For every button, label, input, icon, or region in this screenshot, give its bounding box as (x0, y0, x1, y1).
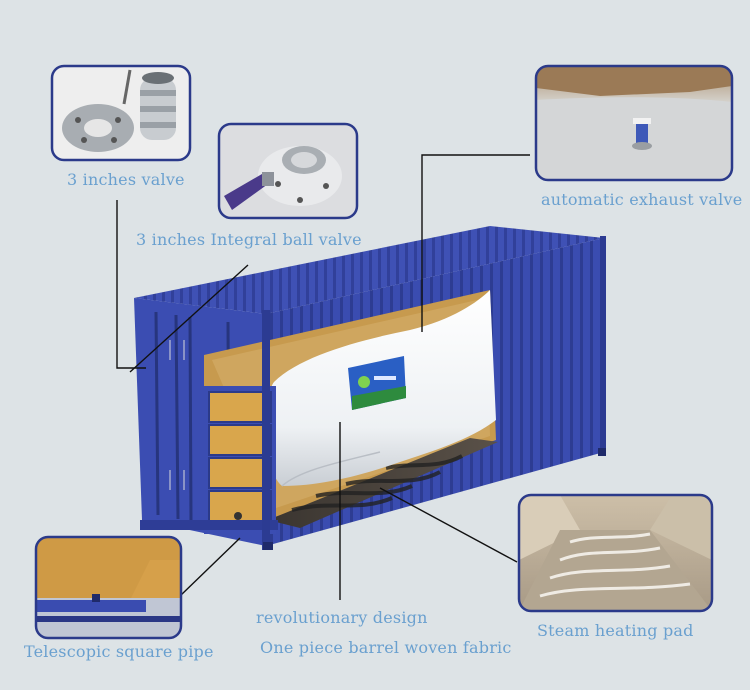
leader-lines (116, 154, 530, 600)
bag-seam (281, 451, 381, 487)
leader-exhaust (421, 154, 530, 332)
bulkhead-valve-icon (234, 512, 242, 520)
leader-steam (379, 487, 518, 563)
bulkhead-plank (208, 391, 272, 423)
leader-valve (116, 200, 146, 369)
container-roof (134, 226, 604, 314)
label-barrel-fabric: One piece barrel woven fabric (260, 638, 512, 657)
label-ball-valve: 3 inches Integral ball valve (136, 230, 362, 249)
container-corner-casting (263, 542, 273, 550)
inset-steam-heating-pad (517, 493, 714, 613)
leader-square-pipe (179, 537, 241, 597)
door-handles (169, 340, 185, 490)
inset-ball-valve (217, 122, 359, 220)
container-corner-post (600, 236, 606, 454)
label-telescopic-square-pipe: Telescopic square pipe (24, 642, 214, 661)
heating-pad-curves (291, 454, 463, 512)
inset-telescopic-square-pipe (34, 535, 183, 640)
container-corner-post (262, 310, 270, 550)
container-corner-casting (598, 448, 606, 456)
label-revolutionary-design: revolutionary design (256, 608, 428, 627)
bulkhead-plank (208, 457, 272, 489)
inset-exhaust-valve (534, 64, 734, 182)
label-steam-heating-pad: Steam heating pad (537, 621, 694, 640)
container (134, 226, 606, 550)
leader-ball-valve (129, 264, 249, 373)
label-3-inches-valve: 3 inches valve (67, 170, 185, 189)
inset-3-inches-valve (50, 64, 192, 162)
container-bottom-rail (140, 520, 278, 530)
bulkhead-plank (208, 424, 272, 456)
bag-label (348, 356, 406, 410)
label-exhaust-valve: automatic exhaust valve (541, 190, 743, 209)
